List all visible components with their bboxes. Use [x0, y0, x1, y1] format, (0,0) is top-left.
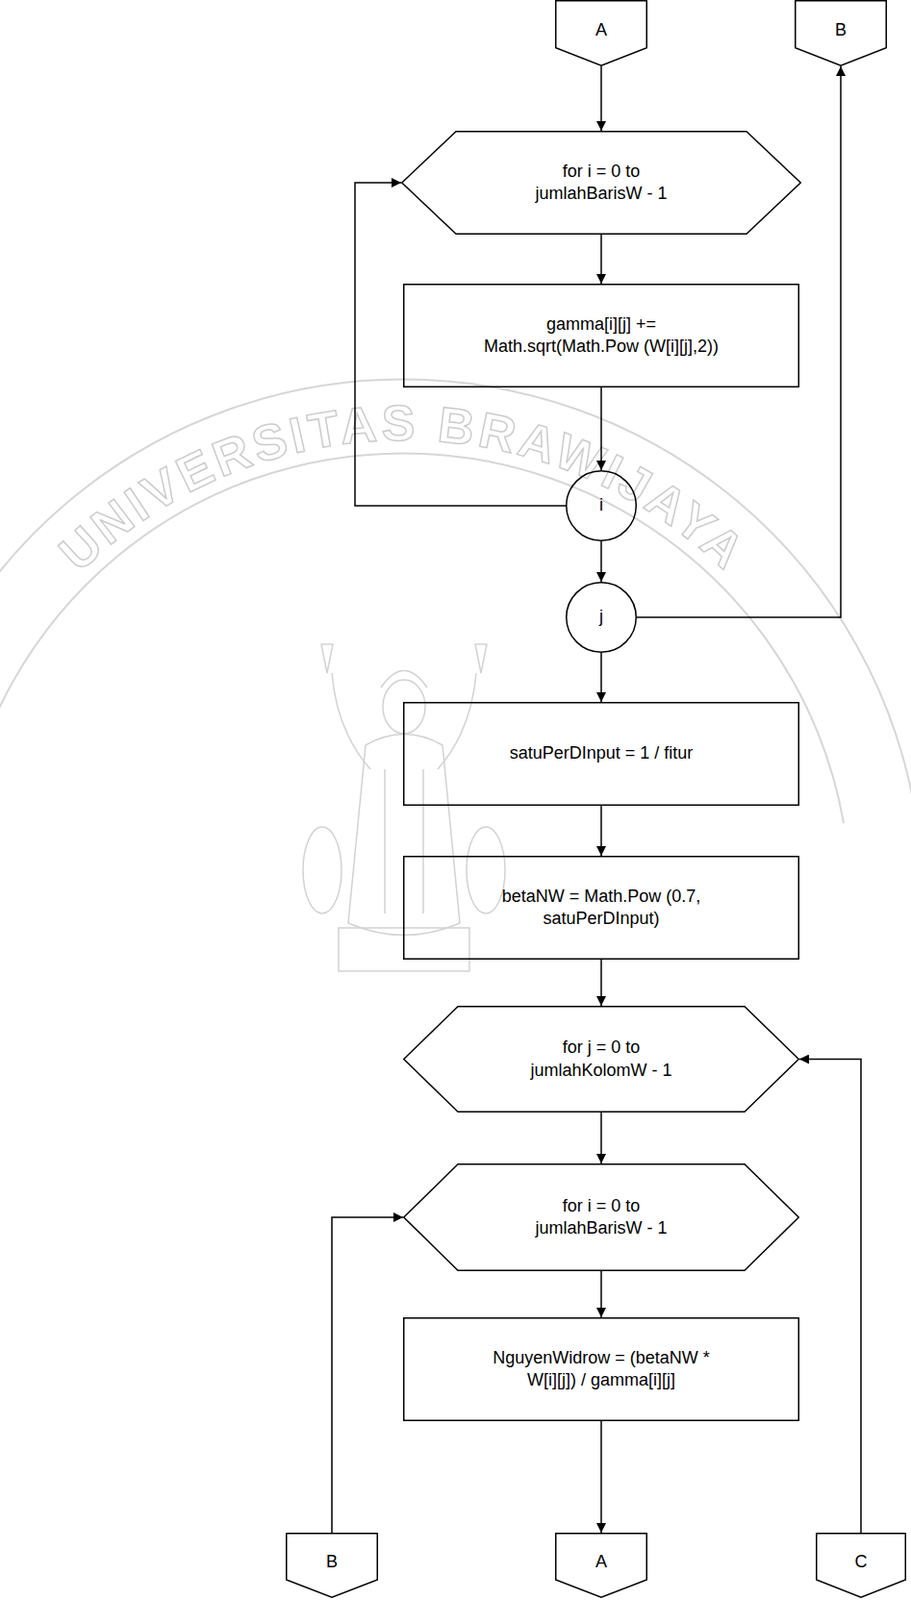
offpage-connector: C	[815, 1533, 907, 1599]
node-text: j	[599, 606, 604, 629]
flow-arrow	[600, 653, 603, 703]
node-text: A	[595, 19, 608, 42]
flow-arrow	[600, 541, 603, 583]
outline-shape	[404, 1007, 800, 1114]
outline-shape	[404, 703, 800, 807]
node-text: for i = 0 to jumlahBarisW - 1	[514, 160, 688, 206]
process-box: satuPerDInput = 1 / fitur	[403, 702, 800, 807]
outline-shape	[566, 582, 637, 654]
process-box: NguyenWidrow = (betaNW * W[i][j]) / gamm…	[403, 1317, 800, 1422]
outline-shape	[404, 1164, 800, 1272]
outline-shape	[404, 857, 800, 961]
flow-arrow	[600, 1271, 603, 1318]
node-text: satuPerDInput = 1 / fitur	[480, 742, 722, 765]
flow-arrow	[331, 1217, 404, 1534]
offpage-connector: A	[555, 0, 648, 67]
node-text: C	[855, 1551, 868, 1574]
node-text: NguyenWidrow = (betaNW * W[i][j]) / gamm…	[480, 1347, 722, 1393]
node-text: for i = 0 to jumlahBarisW - 1	[514, 1195, 688, 1241]
connector-circle: i	[565, 470, 637, 542]
watermark-text: UNIVERSITAS BRAWIJAYA	[48, 395, 758, 583]
node-text: B	[326, 1551, 338, 1574]
outline-shape	[556, 1534, 648, 1599]
node-outline	[403, 1164, 800, 1272]
flow-arrow	[799, 1060, 861, 1535]
node-text: A	[595, 1551, 608, 1574]
loop-hexagon: for j = 0 to jumlahKolomW - 1	[403, 1006, 800, 1114]
flow-arrow	[600, 960, 603, 1007]
node-text: betaNW = Math.Pow (0.7, satuPerDInput)	[480, 885, 722, 932]
node-outline	[403, 856, 800, 961]
outline-shape	[556, 0, 648, 67]
loop-hexagon: for i = 0 to jumlahBarisW - 1	[403, 1164, 800, 1272]
offpage-connector: B	[285, 1533, 379, 1599]
node-text: i	[599, 494, 604, 517]
flow-arrow	[600, 387, 603, 471]
outline-shape	[402, 131, 802, 235]
node-outline	[403, 1317, 800, 1422]
flow-arrow	[600, 234, 603, 284]
node-text: B	[835, 19, 847, 42]
flow-arrow	[600, 1113, 603, 1165]
outline-shape	[795, 0, 887, 67]
watermark-ring	[0, 379, 911, 810]
loop-hexagon: for i = 0 to jumlahBarisW - 1	[401, 130, 802, 235]
connector-circle: j	[565, 582, 637, 654]
node-outline	[403, 1006, 800, 1114]
flow-arrow	[600, 806, 603, 857]
flow-arrow	[600, 66, 603, 131]
node-outline	[403, 283, 800, 388]
outline-shape	[566, 471, 637, 542]
offpage-connector: B	[794, 0, 887, 67]
node-text: gamma[i][j] += Math.sqrt(Math.Pow (W[i][…	[480, 313, 722, 359]
process-box: betaNW = Math.Pow (0.7, satuPerDInput)	[403, 856, 800, 961]
process-box: gamma[i][j] += Math.sqrt(Math.Pow (W[i][…	[403, 283, 800, 388]
node-outline	[401, 130, 802, 235]
watermark-text-holder: UNIVERSITAS BRAWIJAYA	[48, 395, 758, 583]
outline-shape	[816, 1534, 907, 1599]
node-text: for j = 0 to jumlahKolomW - 1	[514, 1037, 688, 1083]
flow-arrow	[600, 1421, 603, 1534]
outline-shape	[286, 1534, 379, 1599]
outline-shape	[404, 284, 800, 388]
outline-shape	[404, 1318, 800, 1422]
offpage-connector: A	[555, 1533, 648, 1599]
